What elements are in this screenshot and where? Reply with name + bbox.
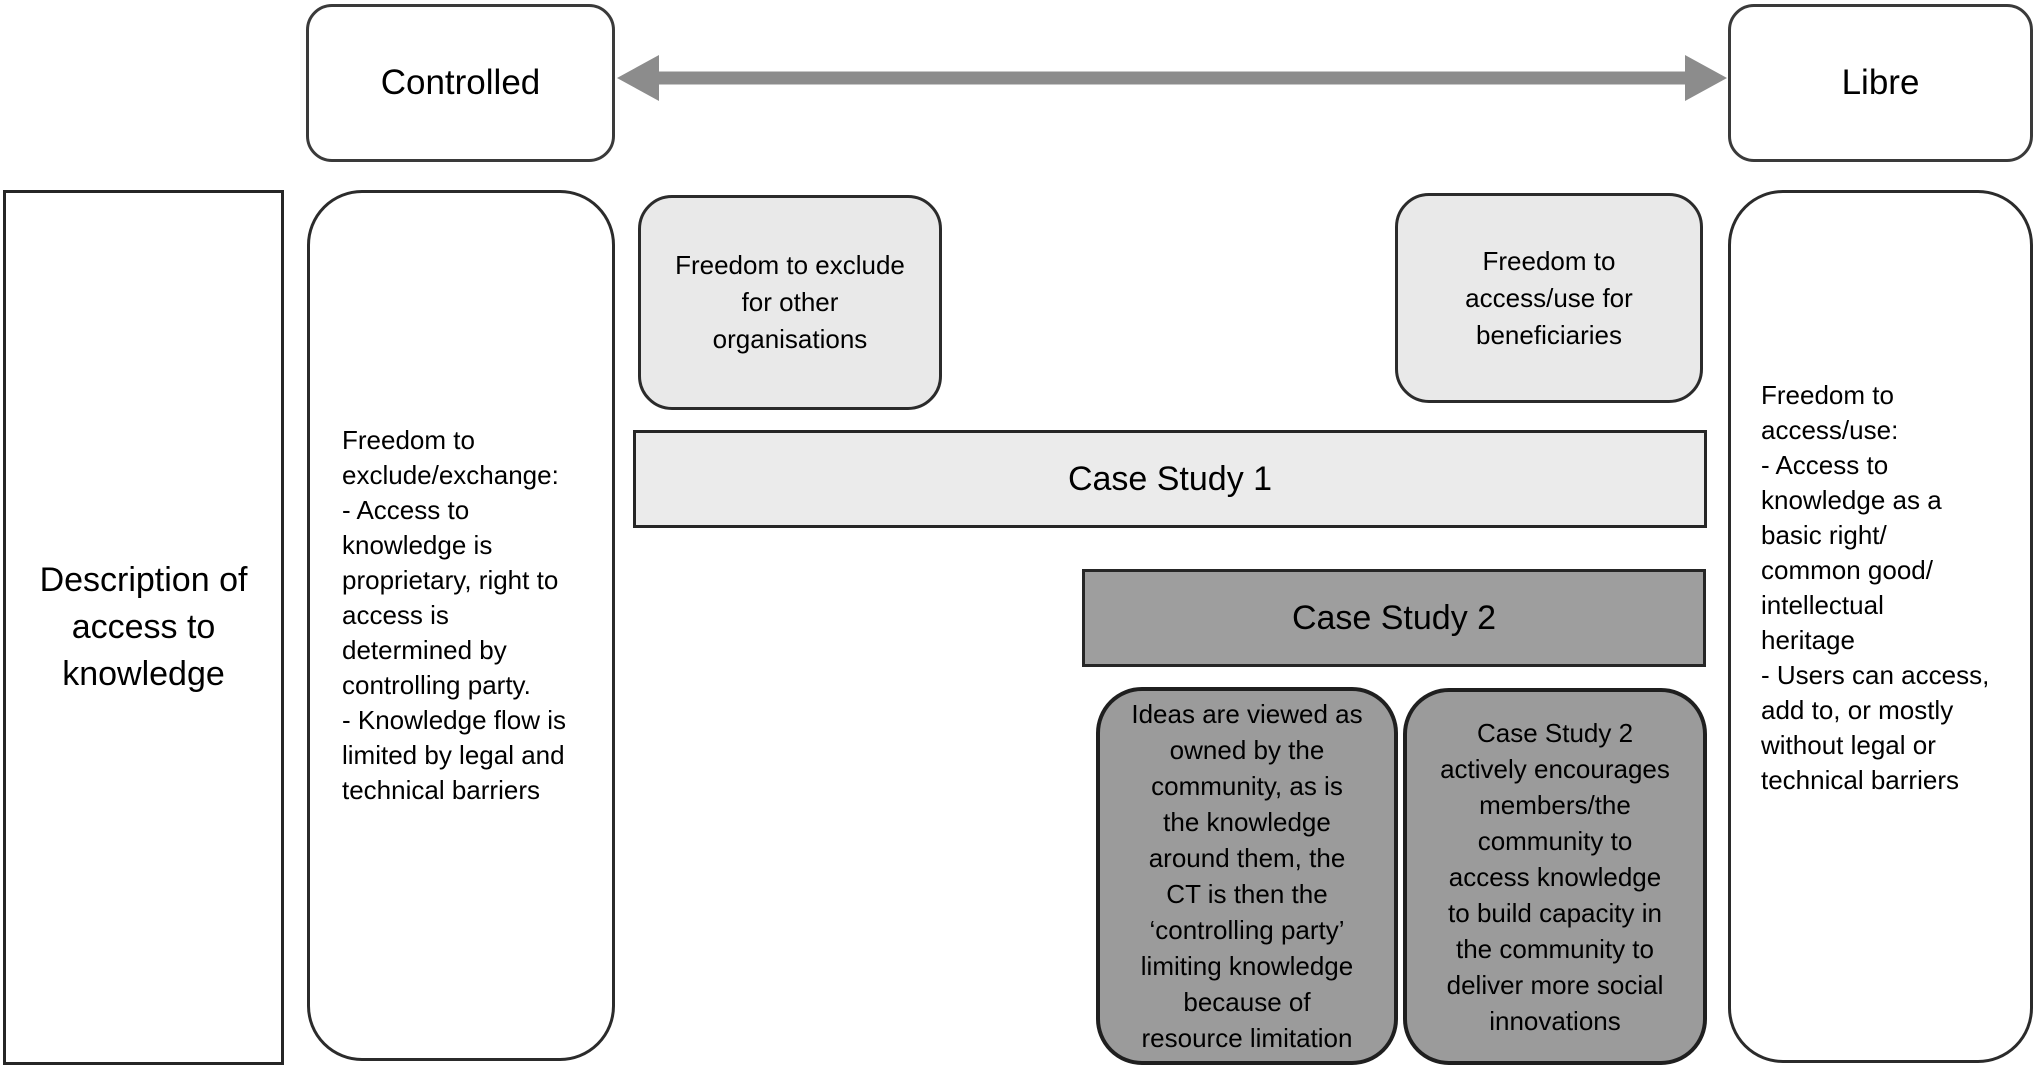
case-study-2-detail-box: Case Study 2 actively encourages members… (1403, 688, 1707, 1065)
case-study-2-detail-text: Case Study 2 actively encourages members… (1440, 717, 1670, 1036)
controlled-column-text: Freedom to exclude/exchange: - Access to… (342, 425, 566, 805)
case-study-2-bar: Case Study 2 (1082, 569, 1706, 667)
libre-label: Libre (1841, 63, 1920, 102)
controlled-label: Controlled (380, 63, 541, 102)
controlled-endpoint-box: Controlled (306, 4, 615, 162)
ideas-ownership-box: Ideas are viewed as owned by the communi… (1096, 687, 1398, 1065)
ideas-ownership-text: Ideas are viewed as owned by the communi… (1131, 699, 1363, 1053)
freedom-to-access-box: Freedom to access/use for beneficiaries (1395, 193, 1703, 403)
freedom-to-access-text: Freedom to access/use for beneficiaries (1465, 245, 1633, 350)
libre-endpoint-box: Libre (1728, 4, 2033, 162)
case-study-1-bar: Case Study 1 (633, 430, 1707, 528)
controlled-column-box: Freedom to exclude/exchange: - Access to… (307, 190, 615, 1061)
double-arrow-shape (617, 55, 1727, 101)
case-study-1-label: Case Study 1 (1067, 459, 1273, 498)
case-study-2-label: Case Study 2 (1291, 598, 1497, 637)
row-header-box: Description of access to knowledge (3, 190, 284, 1065)
libre-column-box: Freedom to access/use: - Access to knowl… (1728, 190, 2033, 1063)
freedom-to-exclude-box: Freedom to exclude for other organisatio… (638, 195, 942, 410)
row-header-label: Description of access to knowledge (39, 561, 248, 693)
freedom-to-exclude-text: Freedom to exclude for other organisatio… (675, 250, 905, 354)
libre-column-text: Freedom to access/use: - Access to knowl… (1761, 380, 1990, 795)
